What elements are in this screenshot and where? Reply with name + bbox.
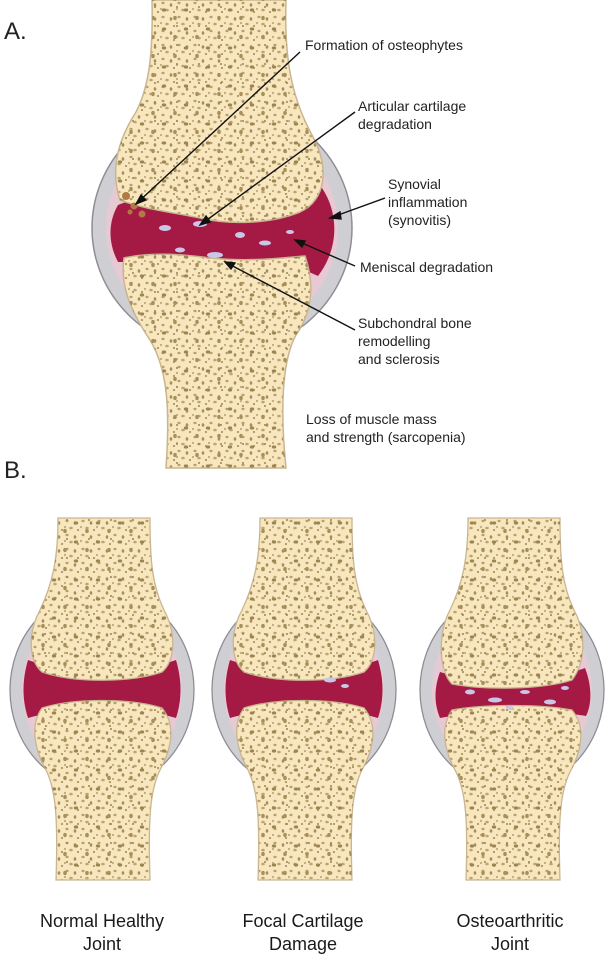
label-synovitis: Synovial inflammation (synovitis) — [388, 176, 468, 228]
caption-focal-damage: Focal Cartilage Damage — [242, 911, 364, 954]
panel-b-letter: B. — [4, 457, 27, 484]
label-cartilage-degradation: Articular cartilage degradation — [358, 98, 467, 132]
caption-osteoarthritic-joint: Osteoarthritic Joint — [456, 911, 564, 954]
label-sarcopenia: Loss of muscle mass and strength (sarcop… — [306, 411, 466, 445]
osteophytes — [122, 192, 146, 218]
cartilage-defects — [324, 677, 349, 688]
label-meniscal-degradation: Meniscal degradation — [360, 259, 494, 275]
cartilage-defects — [465, 686, 569, 710]
panel-a-joint — [91, 0, 386, 469]
caption-normal-joint: Normal Healthy Joint — [39, 911, 165, 954]
joint-focal-damage — [211, 517, 397, 881]
panel-a-letter: A. — [4, 18, 27, 45]
annotation-arrows — [134, 51, 386, 331]
label-subchondral-bone: Subchondral bone remodelling and scleros… — [358, 315, 472, 367]
joint-osteoarthritic — [419, 517, 605, 881]
label-osteophytes: Formation of osteophytes — [305, 37, 463, 53]
joint-normal — [9, 517, 195, 881]
